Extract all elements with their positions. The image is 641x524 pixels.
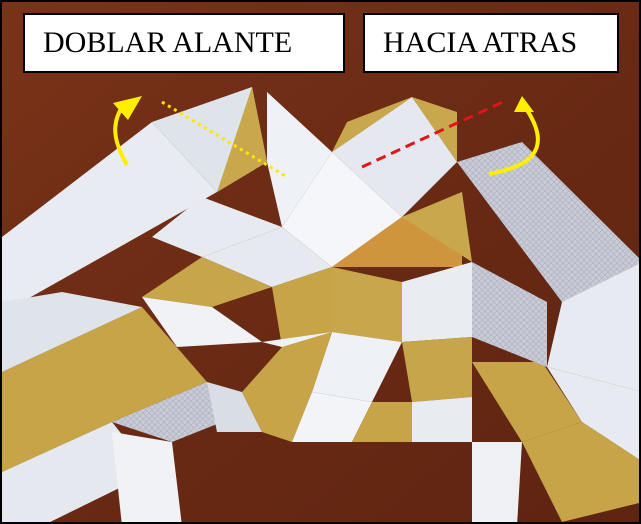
fold-line-dotted-yellow	[161, 100, 288, 179]
label-fold-forward: DOBLAR ALANTE	[23, 13, 345, 73]
strip-bottom-right-gold	[472, 362, 582, 442]
label-fold-backward: HACIA ATRAS	[363, 13, 619, 73]
central-weave	[142, 87, 547, 442]
curved-arrow-up-right-icon	[488, 96, 540, 176]
curved-arrow-up-left-icon	[113, 96, 142, 166]
strip-left-white	[2, 292, 142, 372]
strip-bottom-right-d	[522, 422, 639, 522]
strip-bottom-right-c	[472, 442, 522, 522]
strip-bottom-left-b	[112, 432, 182, 522]
strip-bottom-right-white	[547, 367, 639, 460]
strip-right-middle	[547, 263, 639, 391]
strip-upper-left	[2, 122, 217, 302]
strip-upper-right	[457, 142, 639, 331]
fold-line-dashed-red	[361, 98, 508, 169]
strip-left-gold	[2, 307, 207, 472]
